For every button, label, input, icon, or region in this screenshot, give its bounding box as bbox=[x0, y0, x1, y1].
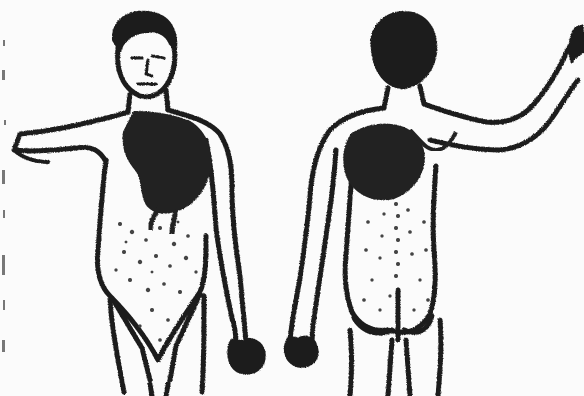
front-body-figure bbox=[14, 12, 264, 396]
back-right-hand bbox=[570, 26, 584, 62]
back-left-hand bbox=[285, 336, 317, 366]
front-hair bbox=[113, 12, 176, 52]
back-shaded-region bbox=[344, 125, 424, 200]
scan-edge-artifact bbox=[2, 40, 6, 352]
back-body-figure bbox=[285, 12, 584, 396]
back-head bbox=[371, 12, 436, 88]
front-right-hand bbox=[229, 340, 265, 373]
front-shaded-region bbox=[124, 112, 211, 213]
front-left-arm bbox=[14, 112, 128, 162]
